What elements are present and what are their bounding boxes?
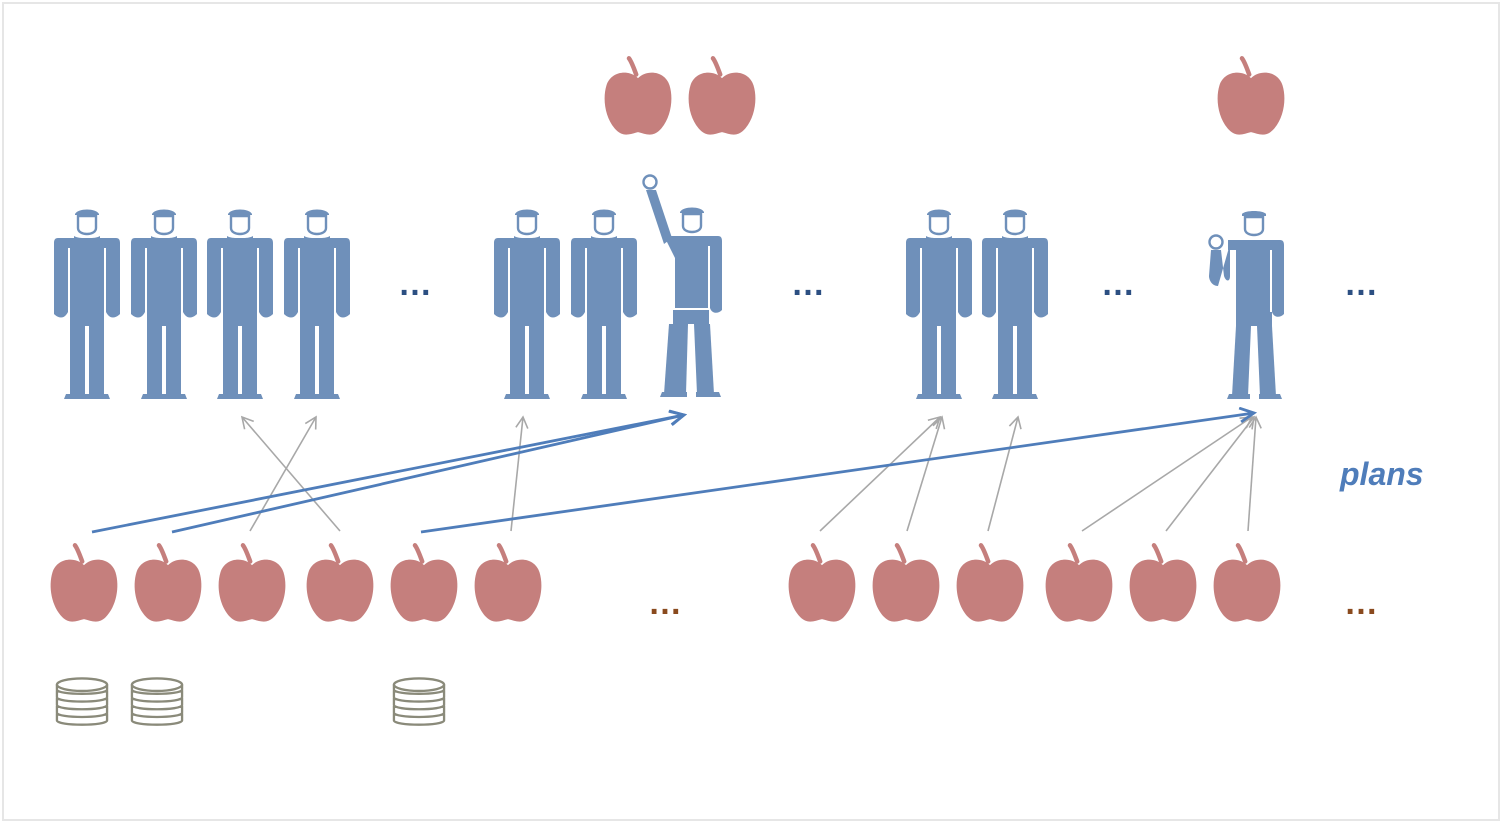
- apple-icon: [391, 545, 458, 621]
- apple-ellipses: … …: [648, 584, 1379, 622]
- plans-label: plans: [1339, 456, 1424, 492]
- person-raising-hand-icon: [642, 174, 722, 399]
- plan-arrow: [420, 413, 1254, 534]
- person-icon: [284, 208, 350, 401]
- coin-stack-icon: [392, 677, 446, 726]
- apple-icon: [957, 545, 1024, 621]
- apple-icon: [789, 545, 856, 621]
- apple-icon: [219, 545, 286, 621]
- person-icon: [494, 208, 560, 401]
- plan-arrow: [171, 415, 684, 534]
- person-icon: [571, 208, 637, 401]
- person-icon: [207, 208, 273, 401]
- person-icon: [982, 208, 1048, 401]
- person-raising-hand-icon: [1207, 210, 1286, 401]
- arrow: [1247, 415, 1262, 532]
- person-icon: [54, 208, 120, 401]
- apple-icon: [51, 545, 118, 621]
- arrow: [510, 415, 529, 532]
- people-ellipsis: …: [1344, 265, 1379, 303]
- apple-icon: [1046, 545, 1113, 621]
- people-row: [54, 174, 1286, 401]
- apple-icon: [475, 545, 542, 621]
- coin-stack-icon: [130, 677, 184, 726]
- apple-icon: [1130, 545, 1197, 621]
- arrow: [906, 415, 946, 532]
- coin-stack-icon: [55, 677, 109, 726]
- plan-arrows: [91, 413, 1254, 534]
- apple-icon: [605, 58, 672, 134]
- apple-icon: [135, 545, 202, 621]
- arrow: [819, 415, 942, 532]
- coin-stacks: [55, 677, 446, 726]
- apple-ellipsis: …: [648, 584, 683, 622]
- reward-apples: [605, 58, 1285, 134]
- person-icon: [131, 208, 197, 401]
- arrow: [240, 415, 341, 532]
- apple-icon: [1218, 58, 1285, 134]
- people-ellipsis: …: [1101, 265, 1136, 303]
- plan-arrow: [91, 415, 684, 534]
- arrow: [1165, 415, 1256, 532]
- people-ellipsis: …: [791, 265, 826, 303]
- apple-icon: [307, 545, 374, 621]
- people-ellipsis: …: [398, 265, 433, 303]
- person-icon: [906, 208, 972, 401]
- apple-ellipsis: …: [1344, 584, 1379, 622]
- apple-icon: [873, 545, 940, 621]
- assignment-arrows: [240, 415, 1262, 532]
- arrow: [987, 415, 1022, 532]
- apple-icon: [689, 58, 756, 134]
- people-ellipses: … … … …: [398, 265, 1379, 303]
- arrow: [1081, 416, 1254, 532]
- apple-icon: [1214, 545, 1281, 621]
- arrow: [249, 415, 317, 532]
